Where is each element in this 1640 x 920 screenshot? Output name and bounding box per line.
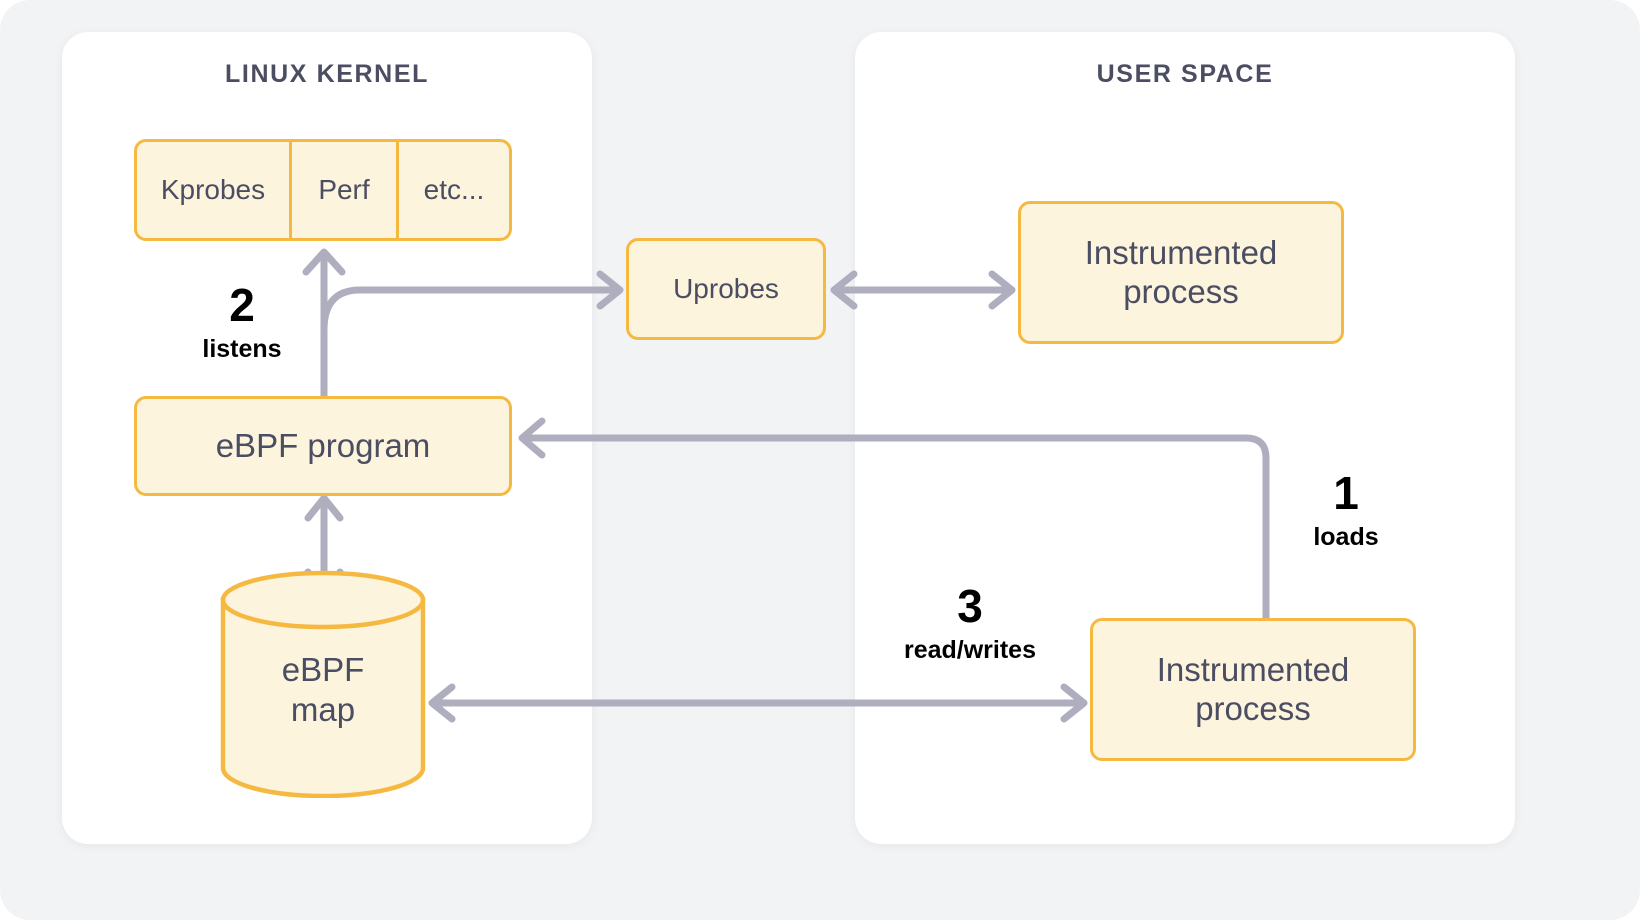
step-label-3: 3 read/writes bbox=[884, 583, 1056, 665]
node-uprobes[interactable]: Uprobes bbox=[626, 238, 826, 340]
step-number-1: 1 bbox=[1333, 467, 1359, 519]
step-label-2: 2 listens bbox=[190, 282, 294, 364]
arrowhead-uprobes-right bbox=[830, 270, 858, 310]
node-ebpf-map-label: eBPF map bbox=[281, 651, 365, 728]
step-number-3: 3 bbox=[957, 580, 983, 632]
probe-cell-perf[interactable]: Perf bbox=[292, 142, 399, 238]
step-caption-2: listens bbox=[202, 335, 282, 363]
probe-cell-etc[interactable]: etc... bbox=[423, 174, 485, 205]
step-number-2: 2 bbox=[229, 279, 255, 331]
step-caption-1: loads bbox=[1313, 523, 1379, 551]
probe-cell-kprobes[interactable]: Kprobes bbox=[137, 142, 292, 238]
node-instrumented-process-bottom[interactable]: Instrumented process bbox=[1090, 618, 1416, 761]
node-instrumented-process-top[interactable]: Instrumented process bbox=[1018, 201, 1344, 344]
arrowhead-uprobes-left bbox=[596, 270, 624, 310]
probes-strip: Kprobes Perf etc... bbox=[134, 139, 512, 241]
node-ebpf-program[interactable]: eBPF program bbox=[134, 396, 512, 496]
panel-title-linux-kernel: LINUX KERNEL bbox=[225, 60, 429, 88]
step-caption-3: read/writes bbox=[903, 636, 1036, 664]
panel-title-user-space: USER SPACE bbox=[1096, 60, 1274, 88]
cylinder-shape bbox=[220, 570, 426, 798]
node-ebpf-map[interactable]: eBPF map bbox=[220, 570, 426, 798]
step-label-1: 1 loads bbox=[1298, 470, 1394, 552]
